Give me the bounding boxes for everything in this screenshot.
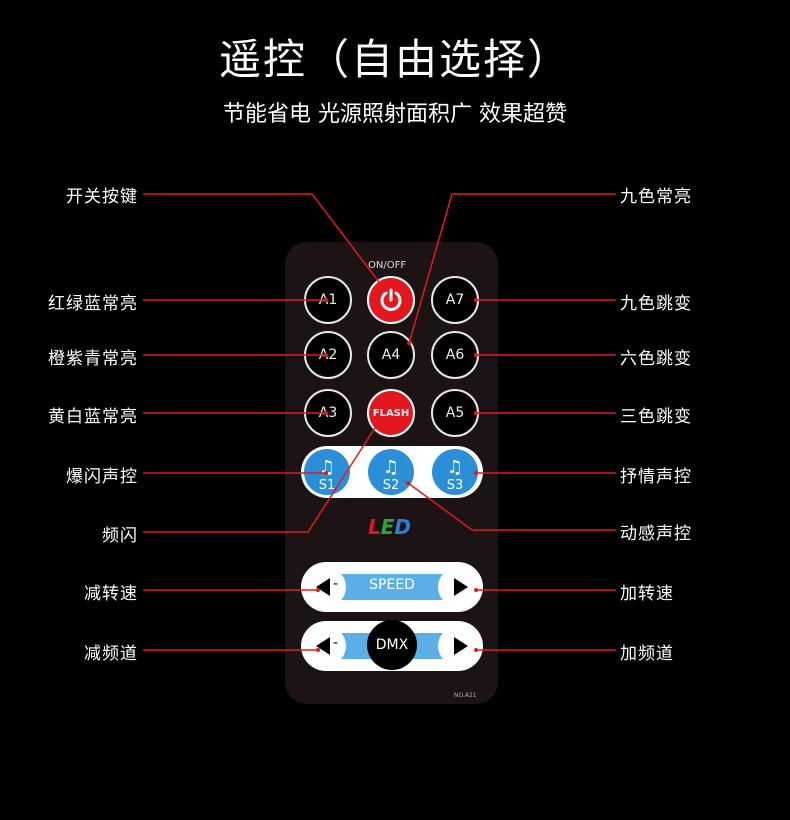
callout-ocp-steady: 橙紫青常亮 xyxy=(48,349,138,369)
callout-power: 开关按键 xyxy=(66,187,138,207)
callout-channel-up: 加频道 xyxy=(620,644,674,664)
callout-lyric-sound: 抒情声控 xyxy=(620,467,692,487)
key-a4[interactable]: A4 xyxy=(367,331,415,379)
speed-label: SPEED xyxy=(369,577,415,593)
callout-speed-down: 减转速 xyxy=(84,584,138,604)
callout-strobe: 频闪 xyxy=(102,526,138,546)
line-nine-color-steady xyxy=(408,193,616,344)
dmx-up-button[interactable] xyxy=(438,626,478,666)
key-a7[interactable]: A7 xyxy=(431,276,479,324)
line-s2 xyxy=(407,482,616,531)
led-logo: LED xyxy=(368,515,411,539)
s1-label: S1 xyxy=(318,478,336,493)
key-a5-label: A5 xyxy=(445,405,465,421)
page-title: 遥控（自由选择） xyxy=(218,35,571,84)
music-note-icon: ♫ xyxy=(446,457,464,478)
dmx-down-button[interactable] xyxy=(306,626,346,666)
led-letter-d: D xyxy=(394,515,412,539)
speed-down-button[interactable] xyxy=(306,567,346,607)
dmx-minus: - xyxy=(333,635,339,651)
speed-minus: - xyxy=(333,576,339,592)
power-button[interactable] xyxy=(367,276,415,324)
s3-label: S3 xyxy=(446,478,464,493)
callout-nine-color-steady: 九色常亮 xyxy=(620,187,692,207)
music-note-icon: ♫ xyxy=(382,457,400,478)
callout-channel-down: 减频道 xyxy=(84,644,138,664)
callout-nine-color-jump: 九色跳变 xyxy=(620,294,692,314)
callout-dynamic-sound: 动感声控 xyxy=(620,524,692,544)
right-arrow-icon xyxy=(454,637,468,655)
line-strobe xyxy=(143,419,381,533)
key-a6[interactable]: A6 xyxy=(431,331,479,379)
key-a4-label: A4 xyxy=(381,347,401,363)
sound-button-s3[interactable]: ♫ S3 xyxy=(432,449,478,495)
s2-label: S2 xyxy=(382,478,400,493)
sound-button-s2[interactable]: ♫ S2 xyxy=(368,449,414,495)
callout-three-color-jump: 三色跳变 xyxy=(620,407,692,427)
page-subtitle: 节能省电 光源照射面积广 效果超赞 xyxy=(223,102,567,127)
model-number: NO.A21 xyxy=(454,692,477,699)
speed-track xyxy=(331,574,453,600)
power-icon xyxy=(380,288,402,311)
onoff-label: ON/OFF xyxy=(368,260,407,271)
left-arrow-icon xyxy=(316,578,330,596)
callout-strobe-sound: 爆闪声控 xyxy=(66,467,138,487)
speed-up-button[interactable] xyxy=(438,567,478,607)
flash-label: FLASH xyxy=(372,407,410,419)
led-letter-l: L xyxy=(368,515,381,539)
callout-ywb-steady: 黄白蓝常亮 xyxy=(48,407,138,427)
callout-rgb-steady: 红绿蓝常亮 xyxy=(48,294,138,314)
led-letter-e: E xyxy=(380,515,395,539)
key-a6-label: A6 xyxy=(445,347,465,363)
dmx-button[interactable]: DMX xyxy=(367,620,417,670)
key-a7-label: A7 xyxy=(445,292,465,308)
line-power xyxy=(143,193,386,291)
right-arrow-icon xyxy=(454,578,468,596)
left-arrow-icon xyxy=(316,637,330,655)
callout-six-color-jump: 六色跳变 xyxy=(620,349,692,369)
speed-control: - SPEED + xyxy=(301,562,483,612)
callout-speed-up: 加转速 xyxy=(620,584,674,604)
